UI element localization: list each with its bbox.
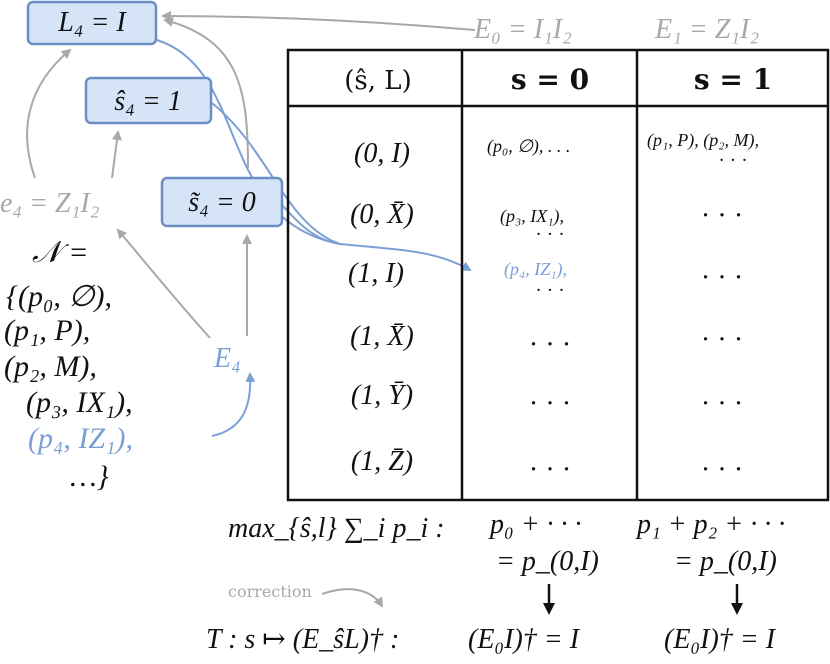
row-label-1: (0, X̄): [350, 199, 414, 230]
cell-s1-row2: . . .: [701, 255, 742, 285]
cell-s1-row4: . . .: [701, 381, 742, 411]
correction-label: correction: [228, 582, 312, 601]
result-s1: (E₀I)† = I: [664, 624, 777, 655]
box-L4-label: L₄ = I: [57, 7, 127, 38]
cell-s1-row0: (p₁, P), (p₂, M),: [647, 130, 759, 151]
T-label: T : s ↦ (E_ŝL)† :: [206, 624, 399, 655]
arrow-p4-to-E4: [211, 372, 256, 437]
noise-line-5: …}: [70, 460, 109, 493]
box-s-tilde4-label: s̃₄ = 0: [188, 187, 256, 218]
arrow-E4-to-e4: [116, 228, 211, 339]
cell-s0-row2-dots: · · ·: [536, 280, 565, 301]
cell-s0-row3: . . .: [529, 322, 570, 352]
noise-set: 𝒩 = {(p₀, ∅), (p₁, P), (p₂, M), (p₃, IX₁…: [4, 236, 133, 493]
table-header-0: (ŝ, L): [344, 66, 411, 96]
E1-label: E₁ = Z₁I₂: [654, 14, 759, 45]
arrow-e4-to-L4: [26, 48, 72, 179]
cell-s0-row5: . . .: [529, 447, 570, 477]
row-label-4: (1, Ȳ): [351, 380, 413, 411]
box-s-hat4: ŝ₄ = 1: [84, 76, 213, 125]
cell-s0-row4: . . .: [529, 381, 570, 411]
e4-label: e₄ = Z₁I₂: [0, 188, 100, 219]
noise-line-0: {(p₀, ∅),: [6, 280, 112, 313]
cell-s0-row2: (p₄, IZ₁),: [504, 259, 567, 280]
noise-set-head: 𝒩 =: [32, 236, 88, 269]
cell-s1-row0-dots: · · ·: [719, 150, 748, 171]
arrow-E0-to-L4: [161, 11, 476, 31]
row-label-0: (0, I): [354, 138, 410, 169]
noise-line-4: (p₄, IZ₁),: [28, 422, 133, 455]
noise-line-3: (p₃, IX₁),: [26, 386, 133, 419]
cell-s1-row5: . . .: [701, 447, 742, 477]
cell-s0-row0: (p₀, ∅), . . .: [487, 136, 570, 157]
eq-s1: = p_(0,I): [674, 546, 777, 577]
E0-label: E₀ = I₁I₂: [473, 14, 572, 45]
cell-s1-row1: . . .: [701, 193, 742, 223]
table-header-1: s = 0: [511, 63, 589, 96]
sum-s1: p₁ + p₂ + · · ·: [635, 509, 785, 540]
bottom-formulas: max_{ŝ,l} ∑_i p_i : p₀ + · · · p₁ + p₂ +…: [206, 509, 785, 655]
cell-s1-row3: . . .: [701, 317, 742, 347]
box-L4: L₄ = I: [26, 0, 158, 46]
box-s-tilde4: s̃₄ = 0: [160, 176, 284, 228]
arrow-L4-to-cell: [156, 39, 472, 271]
cell-s0-row1-dots: · · ·: [536, 224, 565, 245]
arrow-correction: [321, 588, 384, 608]
result-s0: (E₀I)† = I: [468, 624, 581, 655]
table-header-2: s = 1: [694, 63, 772, 96]
cell-s0-row1: (p₃, IX₁),: [500, 206, 564, 227]
box-s-hat4-label: ŝ₄ = 1: [114, 86, 182, 117]
noise-line-2: (p₂, M),: [4, 350, 97, 383]
sum-s0: p₀ + · · ·: [488, 509, 582, 540]
noise-line-1: (p₁, P),: [4, 314, 90, 347]
max-label: max_{ŝ,l} ∑_i p_i :: [228, 513, 445, 544]
arrow-e4-to-shat4: [111, 130, 122, 179]
row-label-2: (1, I): [348, 258, 404, 289]
row-label-5: (1, Z̄): [351, 446, 413, 477]
row-label-3: (1, X̄): [350, 321, 414, 352]
eq-s0: = p_(0,I): [496, 546, 599, 577]
table-border: [286, 48, 830, 502]
E4-label: E₄: [213, 343, 241, 374]
syndrome-table: (ŝ, L) s = 0 s = 1 (0, I) (0, X̄) (1, I)…: [286, 48, 830, 502]
